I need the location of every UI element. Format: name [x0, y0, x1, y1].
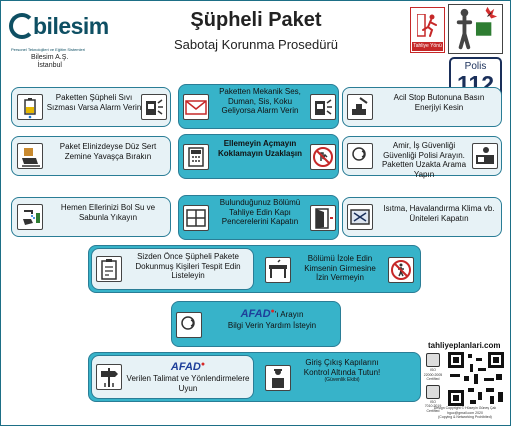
step-text: Acil Stop Butonuna Basın Enerjiyi Kesin: [393, 93, 485, 112]
step-text: Paketten Şüpheli Sıvı Sızması Varsa Alar…: [46, 93, 142, 112]
step-text: Ellemeyin Açmayın Koklamayın Uzaklaşın: [217, 139, 303, 158]
calculator-icon: [183, 144, 209, 170]
phone-man-icon: [347, 143, 373, 169]
step-text: Verilen Talimat ve Yönlendirmelere Uyun: [126, 374, 250, 393]
mail-icon: [183, 94, 209, 120]
no-touch-icon: [310, 144, 336, 170]
afad-call-text: AFAD●'ı Arayın Bilgi Verin Yardım İsteyi…: [208, 308, 336, 331]
step-follow-instructions: AFAD● Verilen Talimat ve Yönlendirmelere…: [88, 352, 421, 402]
step-wash-hands: Hemen Ellerinizi Bol Su ve Sabunla Yıkay…: [11, 197, 171, 237]
ventilation-icon: [347, 204, 373, 230]
step-follow-inner: AFAD● Verilen Talimat ve Yönlendirmelere…: [91, 355, 254, 399]
door-control-text: Giriş Çıkış Kapılarını Kontrol Altında T…: [297, 358, 387, 383]
iso-badge-icon: [426, 384, 440, 399]
page-subtitle: Sabotaj Korunma Prosedürü: [173, 37, 339, 52]
door-icon: [310, 205, 336, 231]
step-call-afad: AFAD●'ı Arayın Bilgi Verin Yardım İsteyi…: [171, 301, 341, 347]
step-text: Giriş Çıkış Kapılarını Kontrol Altında T…: [303, 358, 381, 377]
police-label: Polis: [464, 61, 487, 72]
step-text: Sizden Önce Şüpheli Pakete Dokunmuş Kişi…: [135, 252, 241, 281]
step-text: Amir, İş Güvenliği Güvenliği Polisi Aray…: [381, 141, 467, 179]
alarm-bell-icon: [310, 94, 336, 120]
step-text: Bulunduğunuz Bölümü Tahliye Edin Kapı Pe…: [219, 198, 301, 227]
afad-call-suffix: 'ı Arayın: [274, 310, 304, 319]
barrier-icon: [265, 257, 291, 283]
step-text: Paketten Mekanik Ses, Duman, Sis, Koku G…: [219, 87, 301, 116]
company-city: İstanbul: [37, 62, 62, 70]
copyright-rights: (Copying & Networking Prohibited): [438, 415, 492, 420]
step-text: Bölümü İzole Edin Kimsenin Girmesine İzi…: [304, 254, 376, 283]
handwash-icon: [17, 204, 43, 230]
website-link[interactable]: tahliyeplanlari.com: [428, 341, 501, 350]
phone-head-icon: [176, 312, 202, 338]
window-icon: [183, 205, 209, 231]
step-leaking-liquid: Paketten Şüpheli Sıvı Sızması Varsa Alar…: [11, 87, 171, 127]
step-do-not-touch: Ellemeyin Açmayın Koklamayın Uzaklaşın: [178, 134, 339, 179]
brand-logo: bilesim Personel Teknolojileri ve Eğitim…: [9, 11, 119, 52]
afad-logo-text: AFAD: [170, 361, 201, 373]
no-entry-icon: [388, 257, 414, 283]
brand-name: bilesim: [33, 13, 109, 39]
step-text: Paket Elinizdeyse Düz Sert Zemine Yavaşç…: [59, 142, 157, 161]
iso-badge-icon: [426, 353, 440, 367]
step-call-security: Amir, İş Güvenliği Güvenliği Polisi Aray…: [342, 136, 502, 179]
copyright-notice: Design Copyright © Hüseyin Güneş Çalı hg…: [421, 406, 509, 420]
step-text: Isıtma, Havalandırma Klima vb. Üniteleri…: [383, 204, 495, 223]
iso-label: ISO 7010:2019 Certified: [424, 399, 442, 413]
hand-package-icon: [17, 143, 43, 169]
page-title: Şüpheli Paket: [190, 9, 322, 31]
exit-sign: Tahliye Yönü: [410, 7, 445, 53]
iso-badges: ISO 22000:2005 Certified ISO 7010:2019 C…: [422, 353, 444, 413]
copyright-email: hguc@gmail.com 2020: [447, 410, 483, 415]
iso-label: ISO 22000:2005 Certified: [423, 368, 443, 382]
logo-mark-icon: [9, 13, 35, 39]
step-place-package: Paket Elinizdeyse Düz Sert Zemine Yavaşç…: [11, 136, 171, 176]
step-evacuate-section: Bulunduğunuz Bölümü Tahliye Edin Kapı Pe…: [178, 195, 339, 240]
fire-alarm-icon: [141, 94, 167, 120]
security-guard-icon: [265, 365, 291, 391]
step-note: (Güvenlik Ekibi): [324, 377, 360, 384]
step-text: Bilgi Verin Yardım İsteyin: [227, 321, 317, 331]
suspect-package-sign: [448, 4, 503, 54]
afad-dot-icon: ●: [200, 361, 206, 368]
emergency-stop-icon: [347, 94, 373, 120]
company-name: Bilesim A.Ş.: [31, 54, 69, 61]
battery-drip-icon: [17, 94, 43, 120]
step-identify-contacts: Sizden Önce Şüpheli Pakete Dokunmuş Kişi…: [88, 245, 421, 293]
step-mechanical-sound: Paketten Mekanik Ses, Duman, Sis, Koku G…: [178, 84, 339, 129]
qr-code[interactable]: [448, 352, 504, 406]
copyright-line: Design Copyright © Hüseyin Güneş Çalı: [433, 406, 497, 410]
exit-running-man-icon: [417, 14, 437, 37]
step-identify-inner: Sizden Önce Şüpheli Pakete Dokunmuş Kişi…: [91, 248, 254, 290]
suspect-package-icon: [456, 6, 498, 50]
step-text: Hemen Ellerinizi Bol Su ve Sabunla Yıkay…: [60, 203, 156, 222]
exit-sign-label: Tahliye Yönü: [412, 42, 443, 51]
security-officer-icon: [472, 143, 498, 169]
brand-tagline: Personel Teknolojileri ve Eğitim Sisteml…: [11, 47, 85, 52]
step-emergency-stop: Acil Stop Butonuna Basın Enerjiyi Kesin: [342, 87, 502, 127]
clipboard-icon: [96, 256, 122, 282]
afad-logo-text: AFAD: [240, 308, 271, 320]
afad-dot-icon: ●: [270, 308, 275, 315]
company-info: Bilesim A.Ş. İstanbul: [31, 54, 68, 70]
step-turn-off-hvac: Isıtma, Havalandırma Klima vb. Üniteleri…: [342, 197, 502, 237]
signpost-icon: [96, 364, 122, 390]
afad-follow-text: AFAD● Verilen Talimat ve Yönlendirmelere…: [126, 361, 250, 393]
